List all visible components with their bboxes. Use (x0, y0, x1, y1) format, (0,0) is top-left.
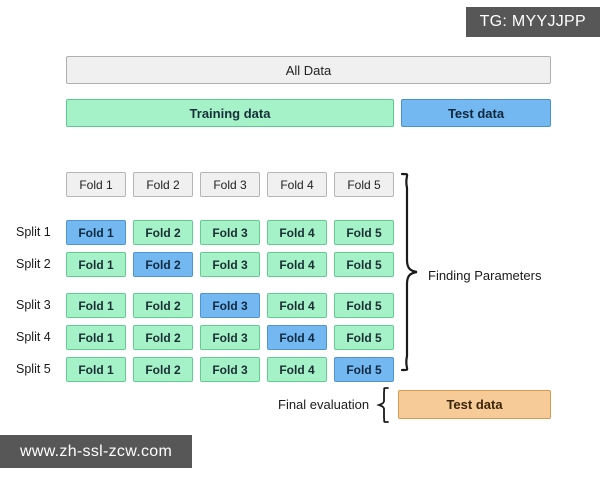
training-data-bar: Training data (66, 99, 394, 127)
fold-cell: Fold 5 (334, 293, 394, 318)
fold-cell: Fold 3 (200, 325, 260, 350)
fold-header-cell: Fold 5 (334, 172, 394, 197)
fold-cell: Fold 2 (133, 325, 193, 350)
test-data-bar: Test data (401, 99, 551, 127)
fold-cell: Fold 3 (200, 293, 260, 318)
fold-cell: Fold 2 (133, 293, 193, 318)
split-row: Fold 1 Fold 2 Fold 3 Fold 4 Fold 5 (66, 357, 394, 382)
final-test-data-bar: Test data (398, 390, 551, 419)
fold-header-row: Fold 1 Fold 2 Fold 3 Fold 4 Fold 5 (66, 172, 394, 197)
watermark-bottom-left: www.zh-ssl-zcw.com (0, 435, 193, 468)
split-row: Fold 1 Fold 2 Fold 3 Fold 4 Fold 5 (66, 325, 394, 350)
fold-cell: Fold 5 (334, 357, 394, 382)
split-label-4: Split 4 (16, 329, 51, 344)
final-evaluation-brace (376, 387, 389, 423)
split-row: Fold 1 Fold 2 Fold 3 Fold 4 Fold 5 (66, 252, 394, 277)
fold-cell: Fold 1 (66, 293, 126, 318)
fold-cell: Fold 3 (200, 220, 260, 245)
fold-cell: Fold 1 (66, 220, 126, 245)
fold-header-cell: Fold 4 (267, 172, 327, 197)
fold-cell: Fold 5 (334, 220, 394, 245)
fold-header-cell: Fold 3 (200, 172, 260, 197)
fold-cell: Fold 2 (133, 252, 193, 277)
split-label-2: Split 2 (16, 256, 51, 271)
fold-cell: Fold 5 (334, 325, 394, 350)
fold-cell: Fold 1 (66, 252, 126, 277)
fold-cell: Fold 4 (267, 325, 327, 350)
split-label-1: Split 1 (16, 224, 51, 239)
fold-cell: Fold 5 (334, 252, 394, 277)
fold-header-cell: Fold 2 (133, 172, 193, 197)
watermark-top-right: TG: MYYJJPP (465, 7, 600, 37)
split-row: Fold 1 Fold 2 Fold 3 Fold 4 Fold 5 (66, 220, 394, 245)
fold-cell: Fold 3 (200, 252, 260, 277)
fold-cell: Fold 1 (66, 357, 126, 382)
split-label-3: Split 3 (16, 297, 51, 312)
fold-cell: Fold 4 (267, 293, 327, 318)
fold-cell: Fold 2 (133, 220, 193, 245)
fold-cell: Fold 4 (267, 220, 327, 245)
fold-cell: Fold 4 (267, 252, 327, 277)
split-label-5: Split 5 (16, 361, 51, 376)
fold-cell: Fold 4 (267, 357, 327, 382)
finding-parameters-brace (400, 172, 418, 372)
all-data-bar: All Data (66, 56, 551, 84)
fold-cell: Fold 2 (133, 357, 193, 382)
fold-cell: Fold 3 (200, 357, 260, 382)
final-evaluation-label: Final evaluation (278, 397, 370, 412)
split-row: Fold 1 Fold 2 Fold 3 Fold 4 Fold 5 (66, 293, 394, 318)
fold-cell: Fold 1 (66, 325, 126, 350)
finding-parameters-label: Finding Parameters (428, 268, 542, 283)
fold-header-cell: Fold 1 (66, 172, 126, 197)
